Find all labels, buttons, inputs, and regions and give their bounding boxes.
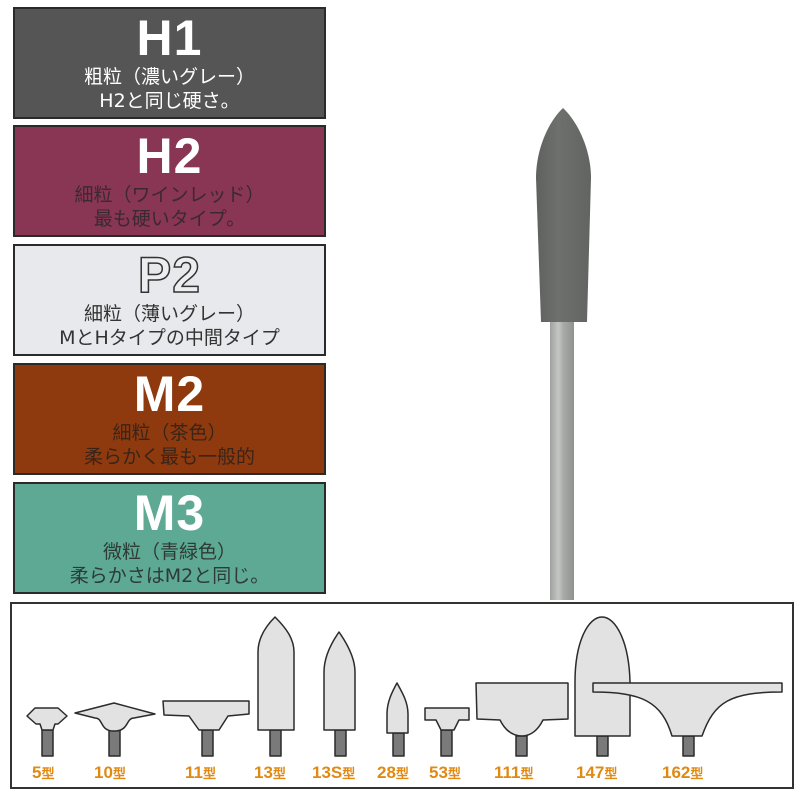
shape-label-162: 162型 bbox=[662, 763, 703, 782]
swatch-description: 細粒（茶色） bbox=[112, 422, 227, 444]
swatch-note: 柔らかさはM2と同じ。 bbox=[69, 565, 270, 587]
swatch-description: 細粒（薄いグレー） bbox=[83, 303, 255, 325]
shape-label-10: 10型 bbox=[94, 763, 126, 782]
swatch-m2: M2 細粒（茶色） 柔らかく最も一般的 bbox=[13, 363, 326, 475]
swatch-p2: P2 細粒（薄いグレー） MとHタイプの中間タイプ bbox=[13, 244, 326, 356]
swatch-code: M2 bbox=[133, 366, 206, 422]
rubber-point-head bbox=[536, 108, 591, 322]
shape-label-28: 28型 bbox=[377, 763, 409, 782]
swatch-note: H2と同じ硬さ。 bbox=[99, 90, 240, 112]
shape-label-13: 13型 bbox=[254, 763, 286, 782]
swatch-m3: M3 微粒（青緑色） 柔らかさはM2と同じ。 bbox=[13, 482, 326, 594]
swatch-h2: H2 細粒（ワインレッド） 最も硬いタイプ。 bbox=[13, 125, 326, 237]
shape-label-11: 11型 bbox=[185, 763, 216, 782]
swatch-note: 最も硬いタイプ。 bbox=[93, 208, 246, 230]
shape-10-icon bbox=[74, 702, 156, 757]
swatch-h1: H1 粗粒（濃いグレー） H2と同じ硬さ。 bbox=[13, 7, 326, 119]
shape-types-panel: 5型 10型 11型 13型 13S型 28型 53型 111型 147型 16… bbox=[10, 602, 794, 789]
swatch-code: H2 bbox=[136, 128, 203, 184]
shape-111-icon bbox=[475, 682, 569, 757]
shape-label-13s: 13S型 bbox=[312, 763, 355, 782]
shape-11-icon bbox=[162, 700, 250, 757]
shape-147-icon bbox=[574, 616, 631, 757]
shape-28-icon bbox=[386, 682, 409, 757]
shape-13s-icon bbox=[323, 631, 356, 757]
swatch-code: P2 bbox=[137, 247, 202, 303]
shape-13-icon bbox=[257, 616, 295, 757]
shape-label-5: 5型 bbox=[32, 763, 54, 782]
shape-diagram: 5型 10型 11型 13型 13S型 28型 53型 111型 147型 16… bbox=[26, 616, 783, 782]
shape-53-icon bbox=[424, 707, 470, 757]
shape-label-53: 53型 bbox=[429, 763, 461, 782]
shape-label-147: 147型 bbox=[576, 763, 617, 782]
shape-162-icon bbox=[592, 682, 783, 757]
swatch-description: 細粒（ワインレッド） bbox=[74, 184, 265, 206]
swatch-note: 柔らかく最も一般的 bbox=[83, 446, 255, 468]
swatch-note: MとHタイプの中間タイプ bbox=[59, 327, 280, 349]
shape-5-icon bbox=[26, 707, 68, 757]
swatch-code: H1 bbox=[136, 10, 203, 66]
shape-label-111: 111型 bbox=[494, 763, 534, 782]
product-image bbox=[536, 108, 591, 600]
swatch-description: 粗粒（濃いグレー） bbox=[83, 66, 255, 88]
swatch-code: M3 bbox=[133, 485, 206, 541]
shank bbox=[550, 318, 574, 600]
swatch-description: 微粒（青緑色） bbox=[102, 541, 236, 563]
